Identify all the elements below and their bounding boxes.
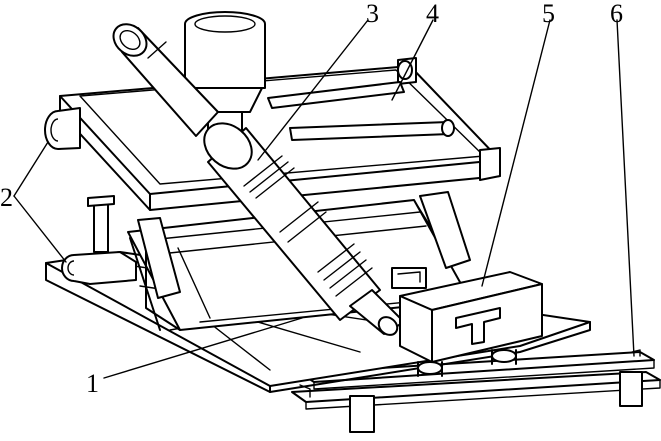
left-pulleys <box>44 107 137 285</box>
leader-4 <box>391 19 434 101</box>
part-label-4: 4 <box>426 0 439 28</box>
gearbox <box>391 267 543 377</box>
part-label-6: 6 <box>610 0 623 28</box>
leader-2b <box>13 195 67 263</box>
part-label-2: 2 <box>0 183 13 212</box>
leader-5 <box>481 19 551 287</box>
leader-6 <box>616 19 635 357</box>
part-label-3: 3 <box>366 0 379 28</box>
guide-rods <box>267 60 455 141</box>
part-label-5: 5 <box>542 0 555 28</box>
leader-1 <box>103 317 303 379</box>
leader-2a <box>13 141 49 197</box>
part-label-1: 1 <box>86 369 99 398</box>
main-drum <box>203 122 405 336</box>
feed-tube <box>112 23 219 137</box>
leader-3 <box>257 19 369 161</box>
leader-lines <box>13 19 635 379</box>
support-legs <box>137 191 471 299</box>
